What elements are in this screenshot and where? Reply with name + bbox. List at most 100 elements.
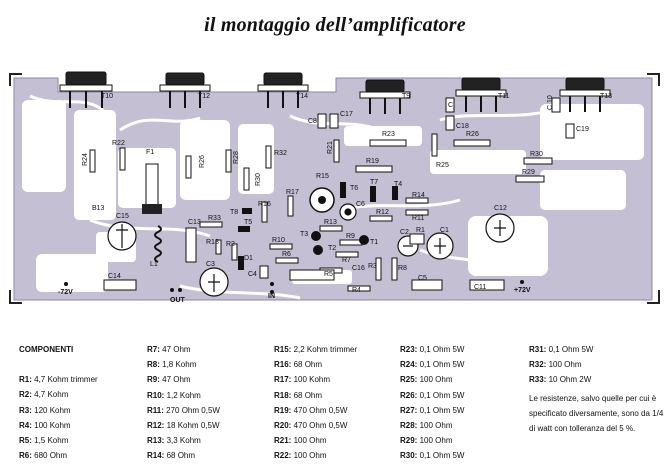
component-row: R4: 100 Kohm: [19, 420, 71, 430]
label-r1: R1: [416, 227, 425, 234]
resistor-r26-right: [453, 139, 491, 147]
label-r4: R4: [352, 287, 361, 294]
transistor-t3: [311, 231, 321, 241]
resistor-r2: [231, 243, 238, 261]
capacitor-c19: [565, 123, 575, 139]
label-c8: C8: [308, 118, 317, 125]
component-row: R5: 1,5 Kohm: [19, 436, 69, 446]
label-c4: C4: [248, 271, 257, 278]
resistor-r21: [333, 139, 340, 163]
capacitor-c12: [485, 213, 515, 243]
transistor-t4: [392, 186, 398, 200]
component-row: R8: 1,8 Kohm: [147, 360, 197, 370]
label-r11: R11: [412, 215, 424, 222]
label-c12: C12: [494, 205, 507, 212]
transistor-t5: [238, 226, 250, 232]
component-list: COMPONENTI R1: 4,7 Kohm trimmer R2: 4,7 …: [0, 338, 670, 471]
transistor-t14: [257, 72, 309, 108]
component-row: R23: 0,1 Ohm 5W: [400, 345, 465, 354]
label-r21: R21: [327, 141, 334, 154]
label-l1: L1: [150, 261, 158, 268]
label-t14: T14: [296, 93, 308, 100]
label-r17: R17: [286, 189, 299, 196]
resistor-r3: [375, 257, 382, 281]
inductor-l1: [154, 225, 162, 263]
label-r23: R23: [382, 131, 395, 138]
pcb-layout: T10 T12 T14 T9 T11 T13 F1 R22 R24 R26 R2…: [9, 71, 660, 304]
component-row: R1: 4,7 Kohm trimmer: [19, 375, 98, 385]
resistor-r30-left: [243, 167, 250, 191]
label-c1: C1: [440, 227, 449, 234]
label-t3: T3: [300, 231, 308, 238]
capacitor-c: [445, 97, 455, 113]
capacitor-c6: [339, 203, 357, 221]
capacitor-c5: [411, 279, 443, 291]
resistor-r16: [261, 201, 268, 223]
transistor-t7: [370, 186, 376, 202]
capacitor-c16: [289, 269, 335, 281]
label-c15: C15: [116, 213, 129, 220]
label-r33: R33: [208, 215, 221, 222]
label-c3: C3: [206, 261, 215, 268]
resistors: [89, 133, 553, 292]
transistor-t10: [59, 71, 113, 108]
label-t1: T1: [370, 239, 378, 246]
label-t5: T5: [244, 219, 252, 226]
terminal-label-neg72v: -72V: [58, 289, 73, 296]
transistor-t8: [242, 208, 252, 214]
fuse-f1: [142, 163, 162, 214]
component-row: R24: 0,1 Ohm 5W: [400, 360, 465, 370]
label-c6: C6: [356, 201, 365, 208]
resistor-r17: [287, 195, 294, 217]
label-r9: R9: [346, 233, 355, 240]
component-list-heading: COMPONENTI: [19, 345, 74, 354]
label-r13: R13: [324, 219, 337, 226]
component-row: R22: 100 Ohm: [274, 451, 327, 461]
capacitor-c14: [103, 279, 137, 291]
capacitor-c1: [426, 232, 454, 260]
label-r7: R7: [342, 257, 351, 264]
terminal-label-pos72v: +72V: [514, 287, 531, 294]
component-row: R9: 47 Ohm: [147, 375, 191, 385]
label-b13: B13: [92, 205, 105, 212]
resistor-r22: [89, 149, 96, 173]
trimmer-r1: [409, 233, 425, 245]
resistor-r6: [275, 257, 299, 264]
component-row: R21: 100 Ohm: [274, 436, 327, 446]
terminal-pads: [64, 280, 524, 294]
resistor-r13: [319, 225, 343, 232]
resistor-r30-right: [523, 157, 553, 165]
component-row: R13: 3,3 Kohm: [147, 436, 201, 446]
label-r18: R18: [206, 239, 219, 246]
label-c13: C13: [188, 219, 201, 226]
component-row: R6: 680 Ohm: [19, 451, 68, 461]
component-row: R16: 68 Ohm: [274, 360, 323, 370]
component-row: R17: 100 Kohm: [274, 375, 331, 385]
label-f1: F1: [146, 149, 154, 156]
label-r5: R5: [324, 271, 333, 278]
component-row: R32: 100 Ohm: [529, 360, 582, 370]
capacitor-c11: [469, 279, 505, 291]
resistor-r14: [405, 197, 429, 204]
label-c16: C16: [352, 265, 365, 272]
component-row: R10: 1,2 Kohm: [147, 390, 201, 400]
resistor-r19: [355, 165, 393, 173]
label-r24: R24: [82, 153, 89, 166]
resistor-r18: [215, 239, 222, 255]
transistor-t6: [340, 182, 346, 198]
component-column-2: R7: 47 Ohm R8: 1,8 Kohm R9: 47 Ohm R10: …: [147, 342, 220, 464]
label-r14: R14: [412, 192, 425, 199]
component-row: R33: 10 Ohm 2W: [529, 375, 592, 385]
capacitor-c18: [445, 115, 455, 131]
label-t4: T4: [394, 181, 402, 188]
label-r10: R10: [272, 237, 285, 244]
transistor-t13: [559, 77, 611, 112]
transistor-t11: [455, 77, 507, 112]
component-column-1: COMPONENTI R1: 4,7 Kohm trimmer R2: 4,7 …: [19, 342, 98, 463]
label-t7: T7: [370, 179, 378, 186]
label-t2: T2: [328, 245, 336, 252]
label-r26-left: R26: [199, 155, 206, 168]
resistor-r10: [269, 243, 293, 250]
label-t12: T12: [198, 93, 210, 100]
capacitor-c17: [329, 113, 339, 129]
